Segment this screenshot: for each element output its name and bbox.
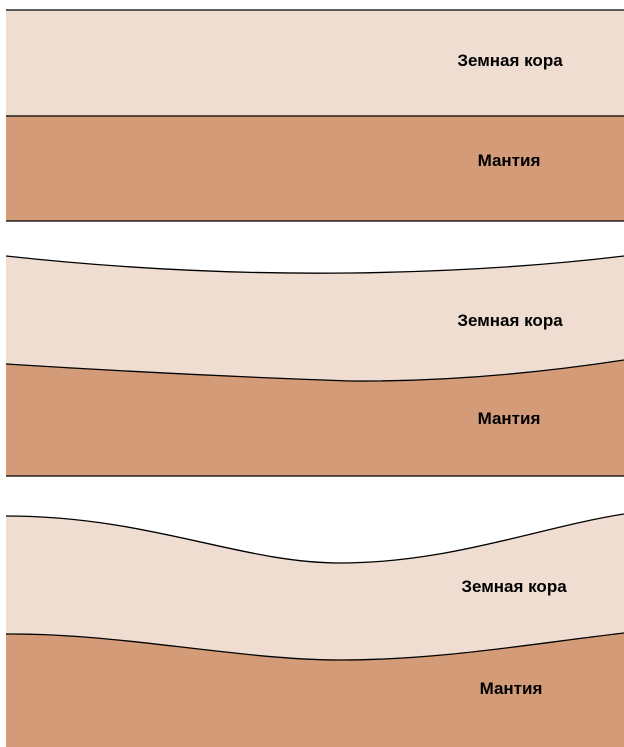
crust-label: Земная кора xyxy=(461,577,567,596)
crust-label: Земная кора xyxy=(457,311,563,330)
panel-1: Земная кора Мантия xyxy=(6,10,624,221)
crust-label: Земная кора xyxy=(457,51,563,70)
mantle-label: Мантия xyxy=(478,409,541,428)
panel-2: Земная кора Мантия xyxy=(6,256,624,476)
panel-3: Земная кора Мантия xyxy=(6,514,624,747)
mantle-label: Мантия xyxy=(478,151,541,170)
mantle-label: Мантия xyxy=(480,679,543,698)
